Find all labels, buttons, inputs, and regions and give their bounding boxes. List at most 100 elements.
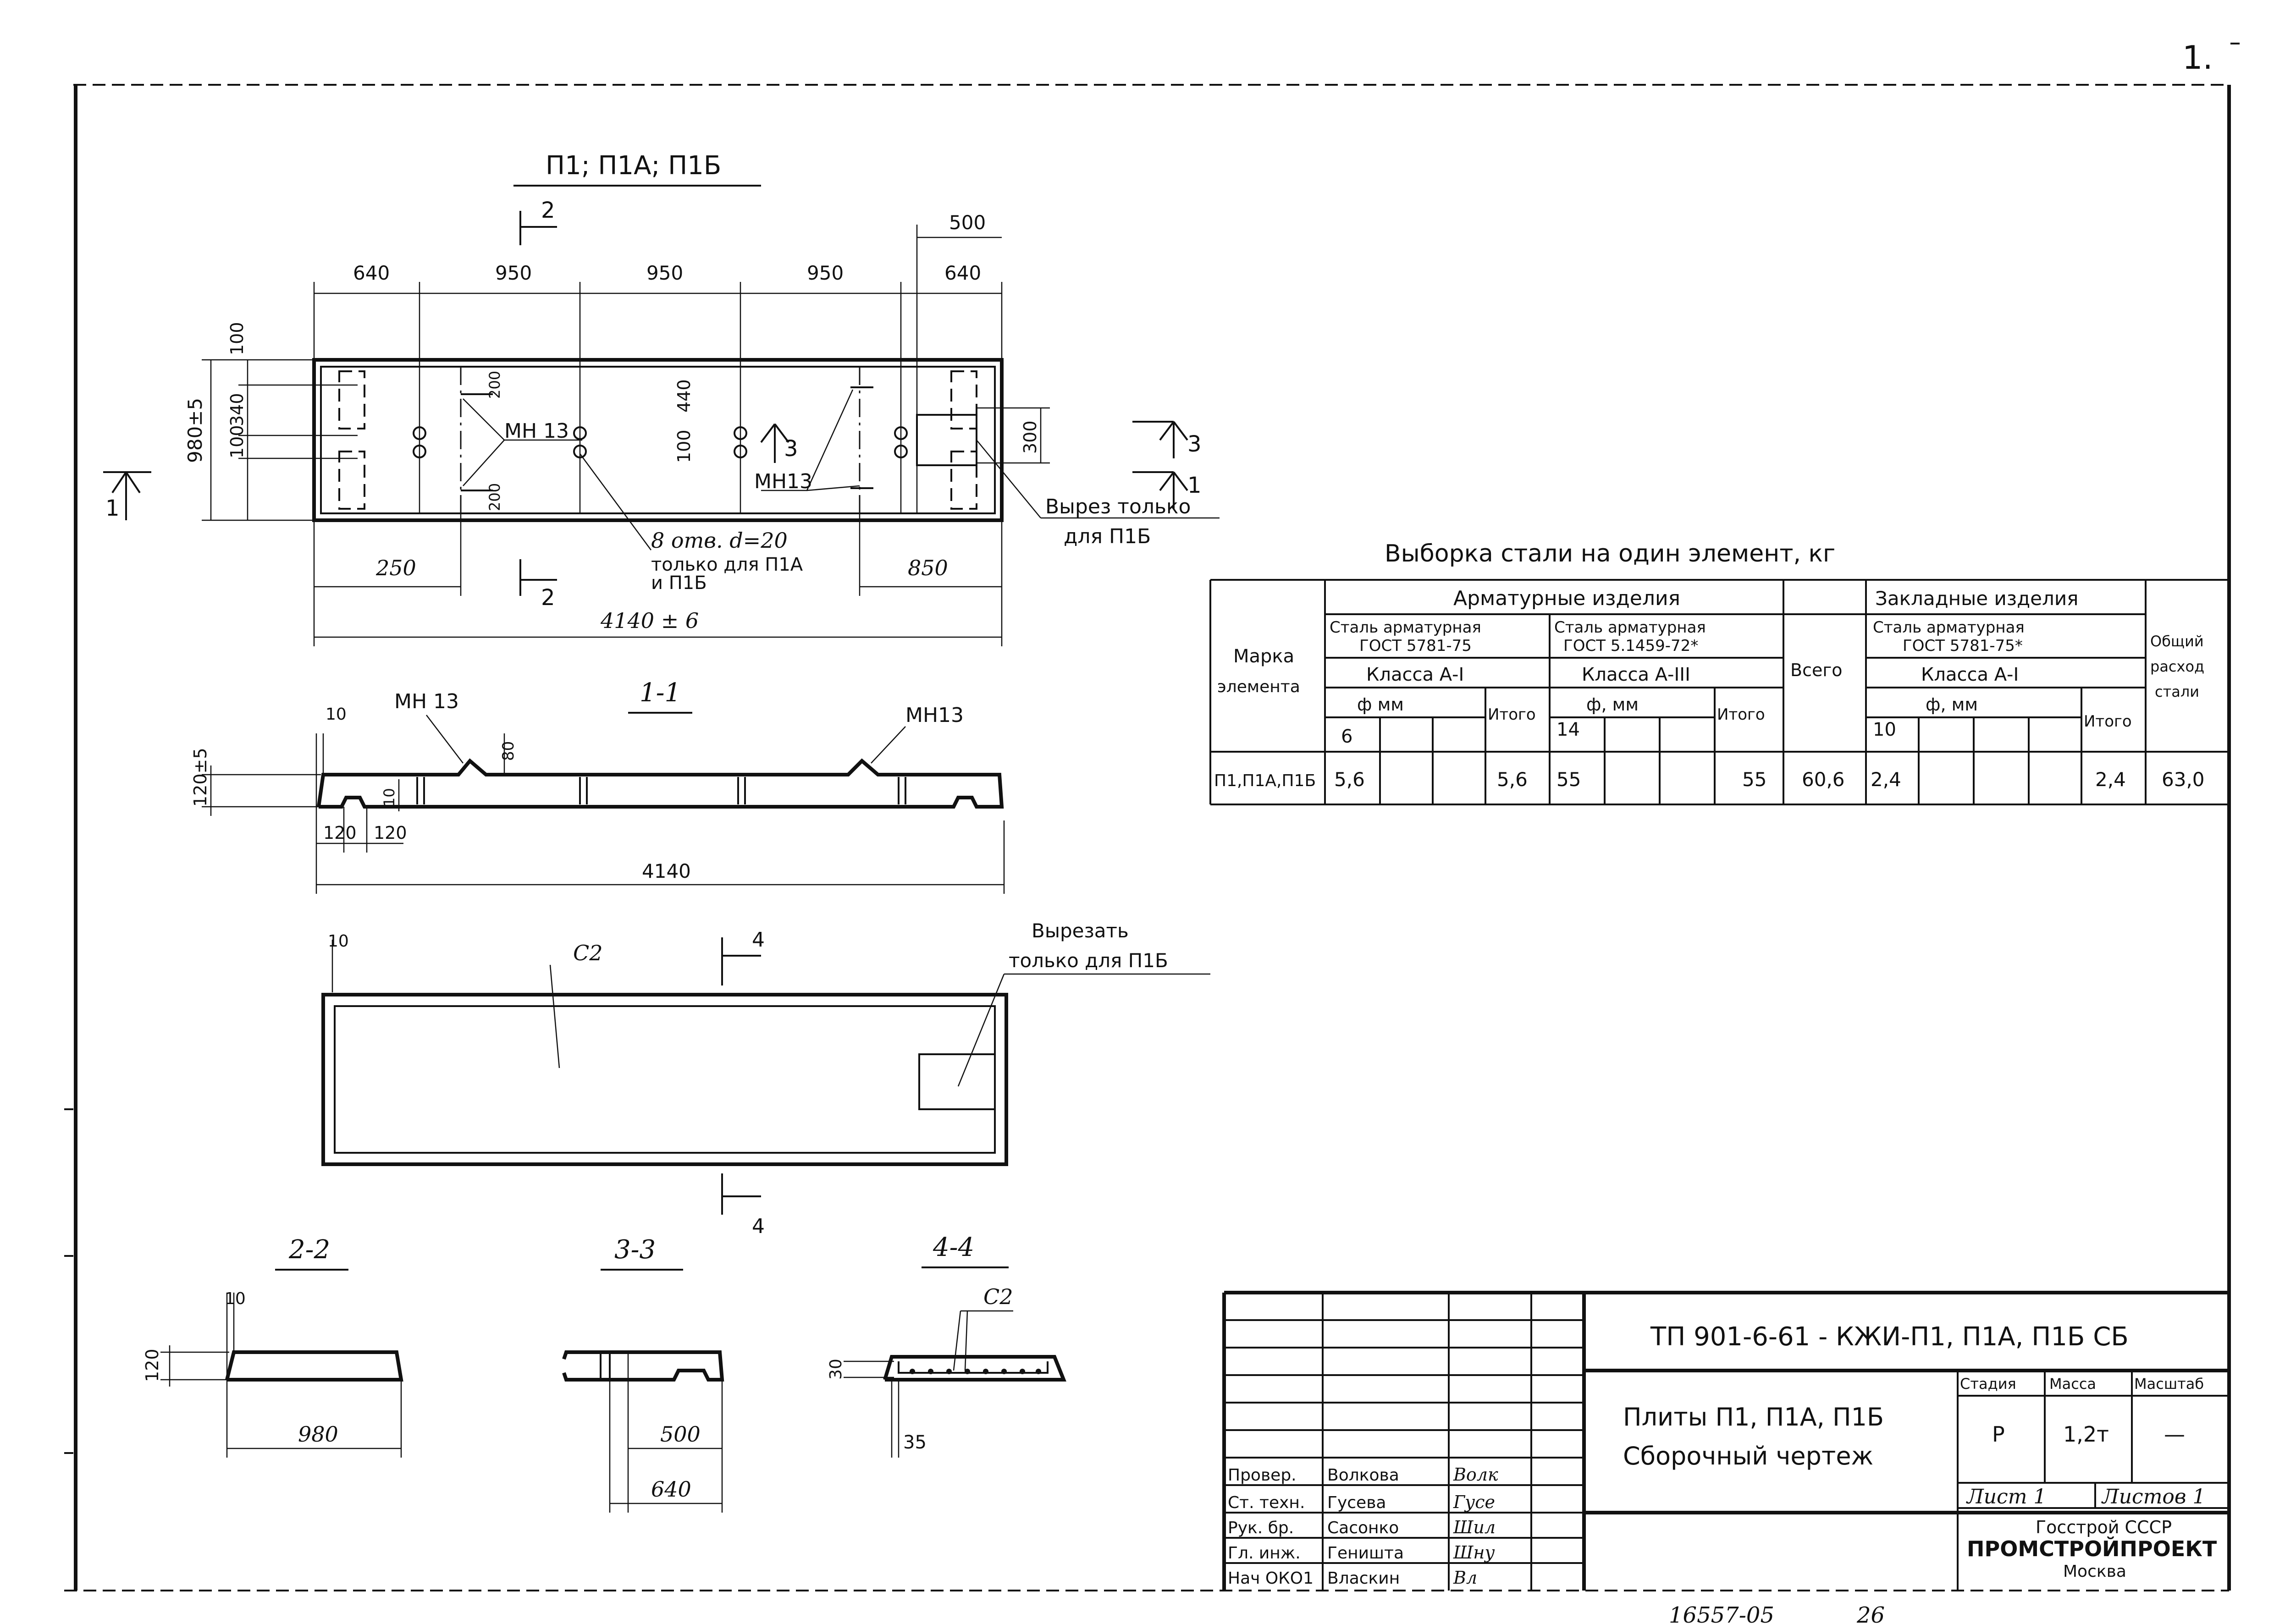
td-v6: 5,6 [1334,768,1365,791]
th-mark-2: элемента [1217,677,1300,696]
holes-note-1: 8 отв. d=20 [651,528,788,553]
tb-stage: Р [1992,1422,2005,1447]
tb-org-3: Москва [2063,1562,2126,1581]
th-general-3: стали [2155,683,2199,700]
th-phi1: ф мм [1357,694,1404,715]
dim-250: 250 [375,556,416,580]
dim-100-inner: 100 [674,429,694,463]
page-number: 1. [2182,39,2213,77]
staff-name-4: Геништа [1327,1544,1404,1563]
th-phi2: ф, мм [1586,694,1639,715]
th-phi3: ф, мм [1926,694,1978,715]
sec44-title: 4-4 [933,1233,974,1262]
dim-left-340: 340 [227,393,247,426]
dim-height: 980±5 [184,398,206,463]
steel-table-title: Выборка стали на один элемент, кг [1385,540,1835,567]
dim-300: 300 [1020,420,1040,454]
dim-total: 4140 ± 6 [600,608,699,633]
th-mark-1: Марка [1233,646,1294,667]
th-steel2-a: Сталь арматурная [1554,618,1706,637]
dim-left-100a: 100 [227,322,247,355]
plan-title: П1; П1А; П1Б [546,151,721,181]
sec11-mn13-left: МН 13 [394,690,459,713]
footer-number: 16557-05 [1669,1602,1774,1624]
th-itogo1: Итого [1488,705,1536,724]
holes-note-2: только для П1А [651,554,803,575]
th-group1: Арматурные изделия [1453,587,1680,610]
dim-440: 440 [674,379,694,413]
staff-name-3: Сасонко [1327,1519,1399,1537]
sec11-title: 1-1 [640,678,681,708]
steel-table: Выборка стали на один элемент, кг [1209,540,2230,805]
sec33-dim-640: 640 [651,1477,691,1502]
section-mark-3a: 3 [784,436,798,462]
sec44-dim-35: 35 [903,1432,927,1453]
th-group2: Закладные изделия [1875,587,2078,610]
sec44-dim-30: 30 [827,1359,845,1380]
td-itogo3: 2,4 [2095,768,2126,791]
th-general-1: Общий [2150,633,2204,650]
staff-role-5: Нач ОКО1 [1228,1569,1314,1588]
dim-top-950c: 950 [807,262,844,284]
sec22-title: 2-2 [288,1235,330,1265]
rp-sec4-bottom: 4 [752,1215,765,1238]
section-4-4: 4-4 С2 30 35 [827,1233,1066,1458]
th-steel3-b: ГОСТ 5781-75* [1903,637,2023,655]
dim-850: 850 [908,556,948,580]
staff-role-1: Провер. [1228,1466,1297,1485]
sec33-title: 3-3 [614,1235,656,1265]
sec11-dim-10: 10 [326,705,347,724]
sec11-dim-10b: 10 [381,788,398,807]
footer-page: 26 [1856,1602,1885,1624]
tb-scale-h: Масштаб [2134,1375,2204,1393]
th-steel1-a: Сталь арматурная [1330,618,1481,637]
sec44-c2: С2 [983,1284,1013,1309]
sec11-dim-120b: 120 [374,823,407,843]
staff-role-3: Рук. бр. [1228,1519,1294,1537]
dim-top-640a: 640 [353,262,390,284]
holes-note-3: и П1Б [651,573,707,594]
dim-left-100b: 100 [227,425,247,458]
td-total: 63,0 [2162,768,2205,791]
th-d3: 10 [1873,719,1896,740]
th-class2: Класса А-III [1582,664,1690,685]
staff-role-2: Ст. техн. [1228,1493,1305,1512]
th-steel2-b: ГОСТ 5.1459-72* [1563,637,1698,655]
staff-name-5: Власкин [1327,1569,1400,1588]
td-mark: П1,П1А,П1Б [1214,771,1316,790]
section-mark-2-top: 2 [541,198,555,223]
cut-note-2: для П1Б [1064,525,1151,548]
th-steel3-a: Сталь арматурная [1873,618,2025,637]
plan-view: П1; П1А; П1Б 640 950 950 950 640 500 [103,151,1220,646]
sheet-frame [64,84,2231,1591]
section-mark-3b: 3 [1187,431,1202,457]
tb-scale: — [2164,1422,2185,1447]
sec11-dim-80: 80 [499,741,518,761]
dim-200a: 200 [486,371,503,399]
staff-sign-4: Шну [1453,1542,1495,1563]
sec22-dim-120: 120 [142,1349,162,1382]
th-steel1-b: ГОСТ 5781-75 [1359,637,1472,655]
staff-sign-2: Гусе [1453,1492,1495,1512]
th-class1: Класса А-I [1366,664,1464,685]
staff-sign-1: Волк [1453,1464,1498,1485]
rp-sec4-top: 4 [752,928,765,952]
sec33-dim-500: 500 [660,1422,701,1447]
staff-name-1: Волкова [1327,1466,1399,1485]
section-2-2: 2-2 10 120 980 [142,1235,403,1458]
staff-name-2: Гусева [1327,1493,1386,1512]
title-block: ТП 901-6-61 - КЖИ-П1, П1А, П1Б СБ Плиты … [1222,1291,2229,1591]
dim-200b: 200 [486,483,503,511]
tb-sheet: Лист 1 [1966,1485,2046,1508]
dim-500: 500 [949,211,986,234]
sec11-dim-4140: 4140 [642,860,691,882]
dim-top-950b: 950 [646,262,683,284]
tb-name-1: Плиты П1, П1А, П1Б [1623,1403,1884,1431]
tb-org-2: ПРОМСТРОЙПРОЕКТ [1967,1536,2217,1561]
th-class3: Класса А-I [1921,664,2019,685]
rp-c2: С2 [573,941,602,965]
td-v10: 2,4 [1871,768,1901,791]
th-d2: 14 [1556,719,1580,740]
rp-cut-note-1: Вырезать [1032,919,1129,942]
